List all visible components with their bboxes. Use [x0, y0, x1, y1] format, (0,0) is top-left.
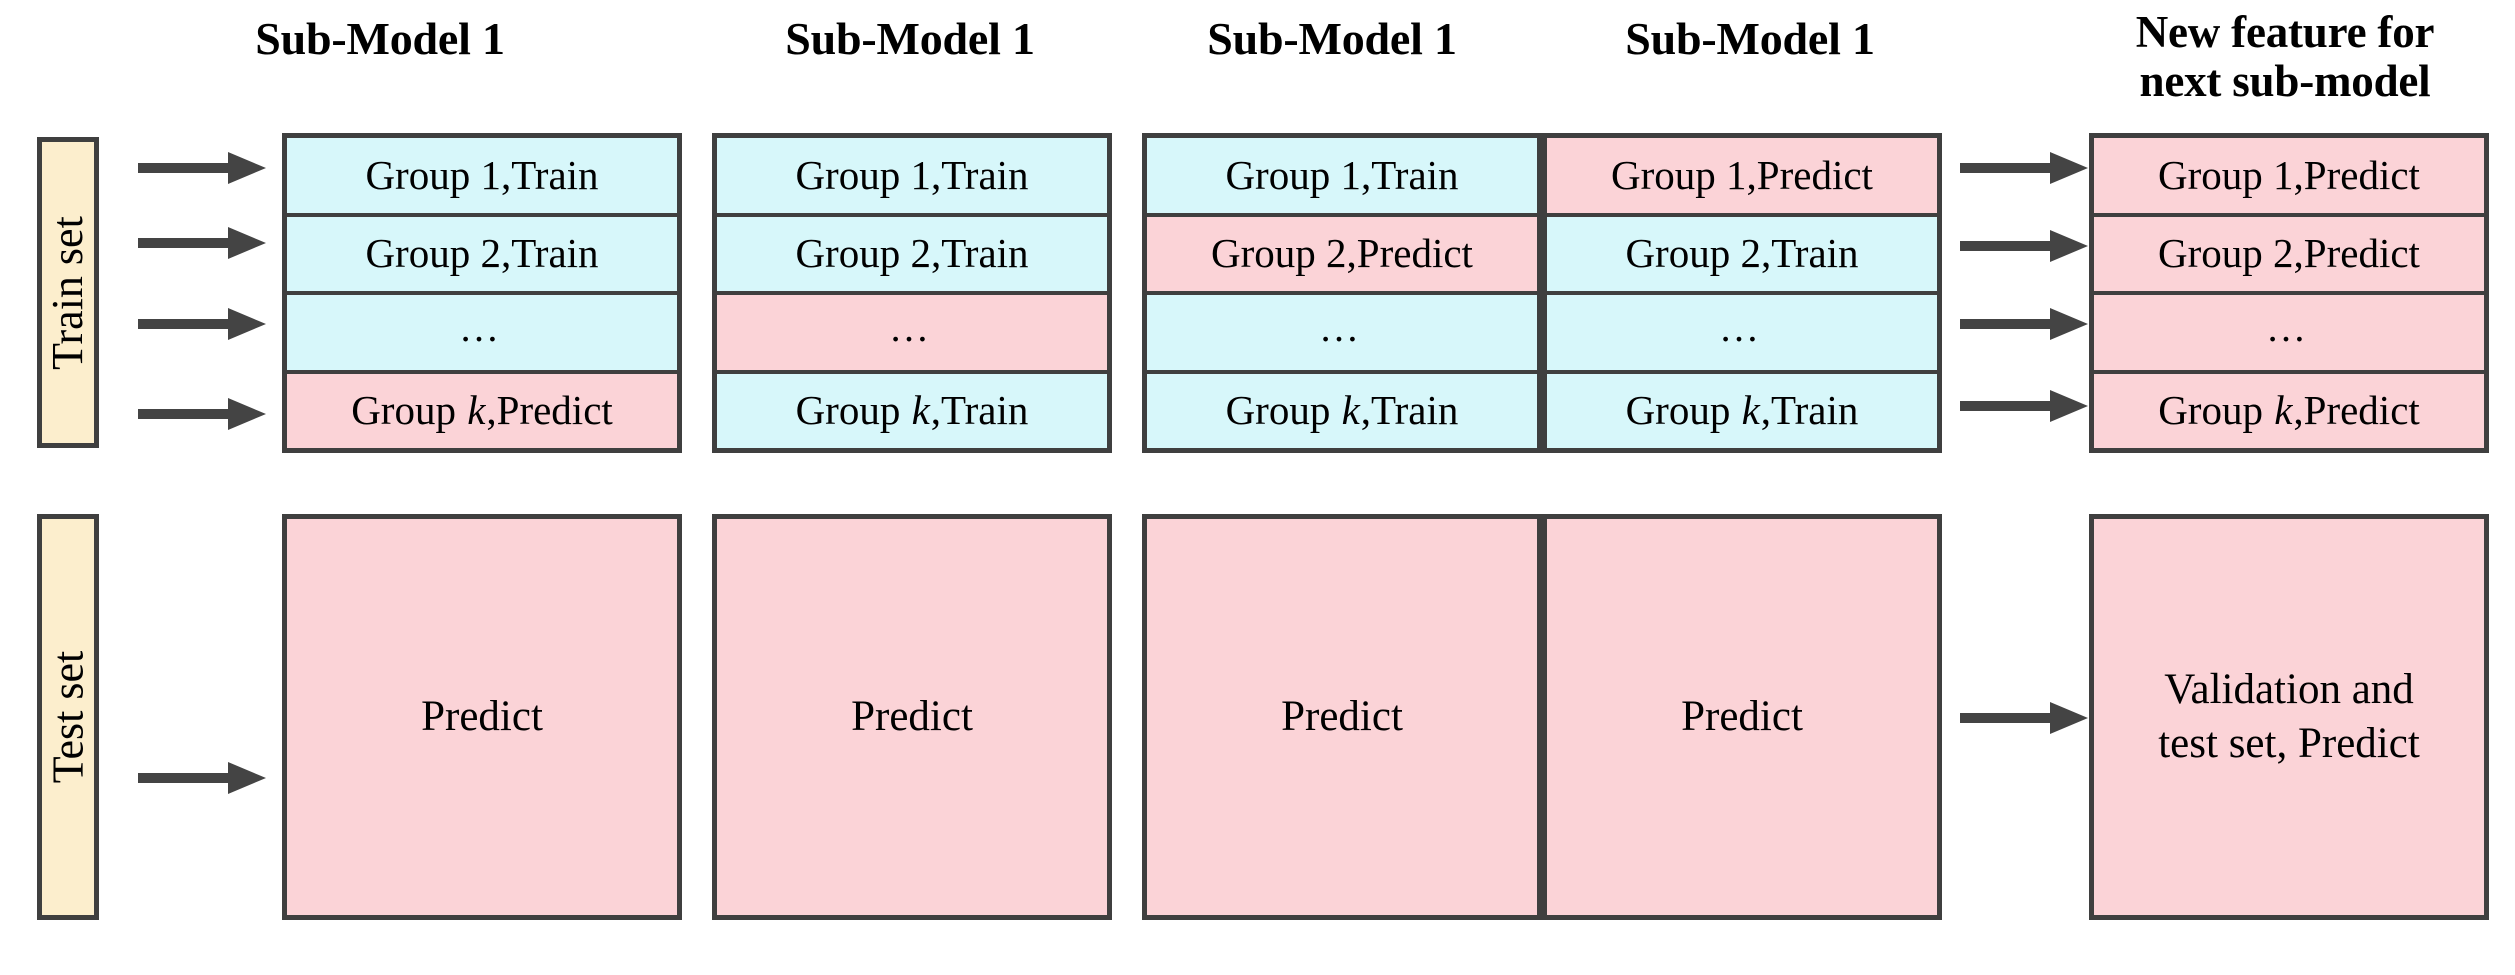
- group-cell-col1-row3[interactable]: …: [287, 295, 677, 374]
- group-cell-col2-row4-text: Group k,Train: [795, 387, 1029, 434]
- group-cell-col5-row4-text: Group k,Predict: [2158, 387, 2420, 434]
- group-stack-col3: Group 1,Train Group 2,Predict … Group k,…: [1142, 133, 1542, 453]
- test-predict-box-col4[interactable]: Predict: [1542, 514, 1942, 920]
- group-stack-col1: Group 1,Train Group 2,Train … Group k,Pr…: [282, 133, 682, 453]
- arrow-train-to-group-ellipsis: [138, 308, 266, 340]
- group-cell-col4-row2[interactable]: Group 2,Train: [1547, 216, 1937, 295]
- group-cell-col3-row1[interactable]: Group 1,Train: [1147, 138, 1537, 217]
- arrow-col4-to-feature-row4: [1960, 390, 2088, 422]
- group-cell-col5-row1[interactable]: Group 1,Predict: [2094, 138, 2484, 217]
- group-cell-col4-row1[interactable]: Group 1,Predict: [1547, 138, 1937, 217]
- group-stack-col4: Group 1,Predict Group 2,Train … Group k,…: [1542, 133, 1942, 453]
- arrow-col4-to-feature-row3: [1960, 308, 2088, 340]
- group-cell-col5-row1-text: Group 1,Predict: [2158, 151, 2420, 198]
- group-cell-col5-row3[interactable]: …: [2094, 295, 2484, 374]
- arrow-test-predict-to-validation: [1960, 702, 2088, 734]
- test-predict-box-col3-text: Predict: [1281, 693, 1403, 740]
- group-stack-col5: Group 1,Predict Group 2,Predict … Group …: [2089, 133, 2489, 453]
- test-set-label: Test set: [37, 514, 99, 920]
- column-header-col2: Sub-Model 1: [785, 13, 1035, 64]
- group-cell-col1-row1-text: Group 1,Train: [365, 151, 599, 198]
- group-cell-col2-row2-text: Group 2,Train: [795, 230, 1029, 277]
- train-set-label-text: Train set: [43, 215, 92, 370]
- group-cell-col2-row1-text: Group 1,Train: [795, 151, 1029, 198]
- group-cell-col4-row4-text: Group k,Train: [1625, 387, 1859, 434]
- train-set-label: Train set: [37, 137, 99, 448]
- group-cell-col4-row2-text: Group 2,Train: [1625, 230, 1859, 277]
- arrow-train-to-group-2: [138, 227, 266, 259]
- validation-test-predict-box[interactable]: Validation and test set, Predict: [2089, 514, 2489, 920]
- group-cell-col2-row4[interactable]: Group k,Train: [717, 373, 1107, 448]
- group-cell-col2-row3-text: …: [889, 305, 935, 351]
- group-cell-col2-row1[interactable]: Group 1,Train: [717, 138, 1107, 217]
- arrow-col4-to-feature-row2: [1960, 230, 2088, 262]
- column-header-col5-line1: New feature for: [2135, 7, 2435, 57]
- arrow-train-to-group-k: [138, 398, 266, 430]
- group-cell-col5-row2[interactable]: Group 2,Predict: [2094, 216, 2484, 295]
- test-predict-box-col1-text: Predict: [421, 693, 543, 740]
- group-cell-col3-row3[interactable]: …: [1147, 295, 1537, 374]
- test-predict-box-col1[interactable]: Predict: [282, 514, 682, 920]
- group-cell-col3-row2-text: Group 2,Predict: [1211, 230, 1473, 277]
- test-set-label-text: Test set: [43, 650, 92, 784]
- group-cell-col1-row1[interactable]: Group 1,Train: [287, 138, 677, 217]
- group-cell-col2-row3[interactable]: …: [717, 295, 1107, 374]
- group-cell-col3-row2[interactable]: Group 2,Predict: [1147, 216, 1537, 295]
- group-cell-col4-row3-text: …: [1719, 305, 1765, 351]
- group-cell-col2-row2[interactable]: Group 2,Train: [717, 216, 1107, 295]
- arrow-col4-to-feature-row1: [1960, 152, 2088, 184]
- column-header-col3: Sub-Model 1: [1207, 13, 1457, 64]
- column-header-col5-line2: next sub-model: [2139, 56, 2431, 106]
- validation-test-predict-box-line1: Validation and: [2164, 666, 2414, 713]
- group-cell-col5-row2-text: Group 2,Predict: [2158, 230, 2420, 277]
- group-cell-col1-row4-text: Group k,Predict: [351, 387, 613, 434]
- group-cell-col3-row4-text: Group k,Train: [1225, 387, 1459, 434]
- group-cell-col3-row3-text: …: [1319, 305, 1365, 351]
- arrow-train-to-group-1: [138, 152, 266, 184]
- test-predict-box-col2[interactable]: Predict: [712, 514, 1112, 920]
- group-cell-col3-row4[interactable]: Group k,Train: [1147, 373, 1537, 448]
- group-cell-col1-row2-text: Group 2,Train: [365, 230, 599, 277]
- validation-test-predict-box-line2: test set, Predict: [2158, 720, 2420, 767]
- group-cell-col1-row2[interactable]: Group 2,Train: [287, 216, 677, 295]
- group-cell-col3-row1-text: Group 1,Train: [1225, 151, 1459, 198]
- group-cell-col4-row4[interactable]: Group k,Train: [1547, 373, 1937, 448]
- test-predict-box-col2-text: Predict: [851, 693, 973, 740]
- test-predict-box-col4-text: Predict: [1681, 693, 1803, 740]
- test-predict-box-col3[interactable]: Predict: [1142, 514, 1542, 920]
- group-cell-col1-row4[interactable]: Group k,Predict: [287, 373, 677, 448]
- column-header-col1: Sub-Model 1: [255, 13, 505, 64]
- group-cell-col1-row3-text: …: [459, 305, 505, 351]
- group-cell-col5-row4[interactable]: Group k,Predict: [2094, 373, 2484, 448]
- column-header-col5: New feature for next sub-model: [2070, 8, 2500, 106]
- arrow-test-to-predict-box: [138, 762, 266, 794]
- group-cell-col4-row1-text: Group 1,Predict: [1611, 151, 1873, 198]
- group-cell-col4-row3[interactable]: …: [1547, 295, 1937, 374]
- column-header-col4: Sub-Model 1: [1625, 13, 1875, 64]
- group-stack-col2: Group 1,Train Group 2,Train … Group k,Tr…: [712, 133, 1112, 453]
- group-cell-col5-row3-text: …: [2266, 305, 2312, 351]
